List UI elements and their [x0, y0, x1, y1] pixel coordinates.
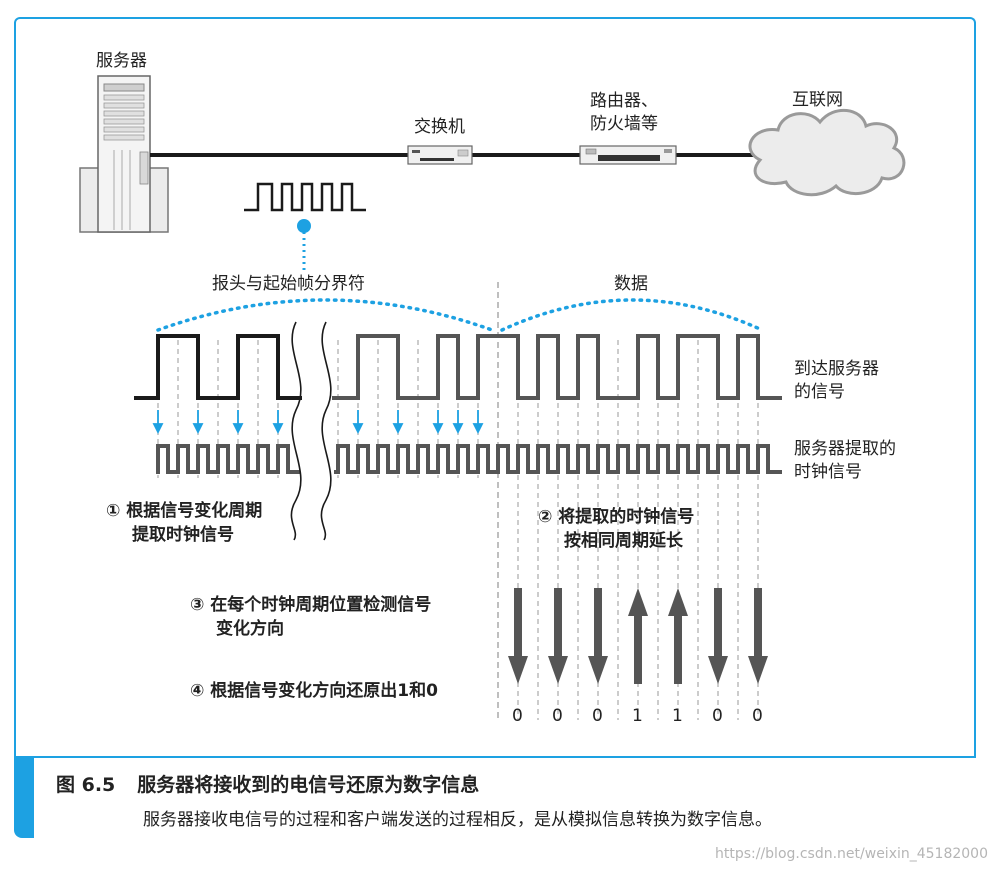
server-icon — [79, 75, 169, 233]
pulse-train-icon — [244, 182, 366, 212]
step-2: ② 将提取的时钟信号 按相同周期延长 — [538, 506, 694, 554]
step-1-line1: ① 根据信号变化周期 — [106, 501, 263, 521]
switch-label: 交换机 — [414, 117, 465, 137]
clock-signal-label-line2: 时钟信号 — [794, 461, 862, 482]
clock-signal-header — [156, 444, 300, 474]
caption-divider — [14, 756, 976, 758]
step-1: ① 根据信号变化周期 提取时钟信号 — [106, 500, 262, 548]
data-section-label: 数据 — [614, 274, 648, 294]
arrived-signal-label-line1: 到达服务器 — [794, 359, 879, 379]
break-marks — [290, 321, 332, 541]
pulse-dot — [297, 219, 311, 233]
step-2-line2: 按相同周期延长 — [564, 530, 683, 551]
caption-accent-bar — [14, 756, 34, 838]
router-label-line2: 防火墙等 — [590, 113, 658, 134]
bit-0: 0 — [512, 706, 523, 726]
caption-description: 服务器接收电信号的过程和客户端发送的过程相反，是从模拟信息转换为数字信息。 — [143, 810, 772, 830]
extraction-arrows — [152, 410, 484, 435]
router-label-line1: 路由器、 — [590, 91, 658, 111]
internet-cloud-icon — [748, 108, 906, 197]
bit-1: 0 — [552, 706, 563, 726]
figure-number: 图 6.5 — [56, 774, 116, 796]
clock-signal-label-line1: 服务器提取的 — [794, 439, 896, 459]
arrived-signal-data — [332, 334, 782, 400]
step-4: ④ 根据信号变化方向还原出1和0 — [190, 680, 438, 704]
router-icon — [579, 145, 677, 165]
bit-3: 1 — [632, 706, 643, 726]
switch-icon — [407, 145, 473, 165]
server-label: 服务器 — [96, 51, 147, 71]
bit-6: 0 — [752, 706, 763, 726]
bit-4: 1 — [672, 706, 683, 726]
step-3-line2: 变化方向 — [216, 618, 284, 639]
caption-title: 图 6.5 服务器将接收到的电信号还原为数字信息 — [56, 770, 479, 797]
router-label: 路由器、 防火墙等 — [590, 90, 658, 136]
direction-arrow-down — [708, 588, 728, 684]
direction-arrow-down — [508, 588, 528, 684]
watermark: https://blog.csdn.net/weixin_45182000 — [714, 846, 988, 862]
clock-signal-data — [334, 444, 782, 474]
arrived-signal-label: 到达服务器 的信号 — [794, 358, 879, 404]
direction-arrow-down — [548, 588, 568, 684]
step-4-line1: ④ 根据信号变化方向还原出1和0 — [190, 681, 438, 701]
direction-arrow-down — [588, 588, 608, 684]
direction-arrows — [508, 588, 768, 684]
arrived-signal-label-line2: 的信号 — [794, 381, 845, 402]
step-3-line1: ③ 在每个时钟周期位置检测信号 — [190, 595, 432, 615]
figure-title: 服务器将接收到的电信号还原为数字信息 — [137, 774, 480, 796]
clock-signal-label: 服务器提取的 时钟信号 — [794, 438, 896, 484]
step-2-line1: ② 将提取的时钟信号 — [538, 507, 695, 527]
bit-2: 0 — [592, 706, 603, 726]
figure-frame — [14, 17, 976, 757]
direction-arrow-up — [668, 588, 688, 684]
header-section-label: 报头与起始帧分界符 — [212, 274, 365, 294]
header-brace — [156, 298, 494, 332]
internet-label: 互联网 — [792, 90, 843, 110]
data-brace — [500, 298, 764, 332]
arrived-signal-header — [134, 334, 302, 400]
step-1-line2: 提取时钟信号 — [132, 524, 234, 545]
direction-arrow-down — [748, 588, 768, 684]
direction-arrow-up — [628, 588, 648, 684]
step-3: ③ 在每个时钟周期位置检测信号 变化方向 — [190, 594, 431, 642]
bit-5: 0 — [712, 706, 723, 726]
